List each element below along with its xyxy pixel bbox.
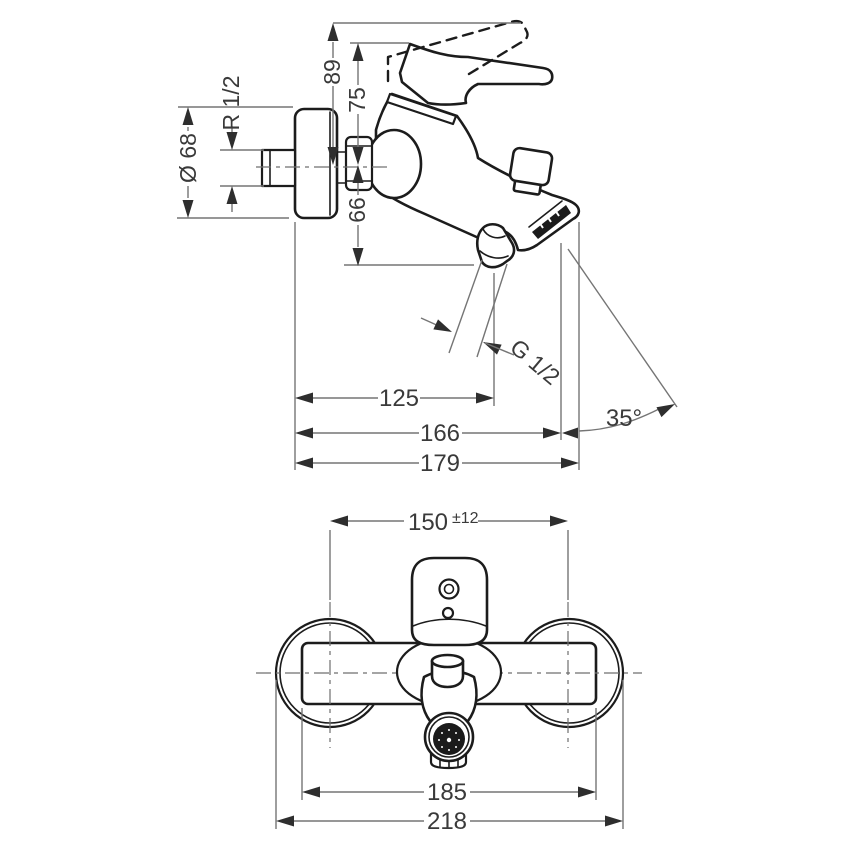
plan-view-dimensions: 150 ±12 185 218 bbox=[275, 509, 624, 835]
dim-label-179: 179 bbox=[420, 450, 460, 477]
dimension-thread-r12: R 1/2 bbox=[218, 76, 244, 212]
dimension-width-150: 150 ±12 bbox=[329, 509, 569, 600]
dimension-diameter-68: Ø 68 bbox=[175, 107, 201, 218]
dimension-width-166: 166 bbox=[295, 420, 561, 447]
dim-label-185: 185 bbox=[427, 779, 467, 806]
dim-label-218: 218 bbox=[427, 808, 467, 835]
dim-label-66: 66 bbox=[344, 197, 370, 223]
handle-pin-large bbox=[438, 578, 460, 600]
supply-pipe-stub bbox=[260, 148, 297, 188]
dimension-width-185: 185 bbox=[301, 708, 597, 806]
side-view-dimensions: 89 75 66 R 1/2 Ø 68 bbox=[175, 22, 678, 477]
lever-handle-raised-dashed bbox=[386, 19, 529, 83]
dim-label-d68: Ø 68 bbox=[175, 133, 201, 183]
aerator-dots bbox=[438, 729, 460, 751]
dim-label-35: 35° bbox=[606, 405, 642, 432]
cartridge-ring bbox=[385, 92, 458, 126]
diverter-knob bbox=[508, 146, 554, 196]
union-nut bbox=[344, 135, 374, 192]
dim-label-89: 89 bbox=[319, 59, 345, 85]
dimension-height-89: 89 bbox=[319, 23, 345, 165]
dim-label-150-tolerance: ±12 bbox=[452, 510, 479, 527]
lever-handle bbox=[398, 42, 554, 106]
dimension-height-75: 75 bbox=[344, 43, 370, 165]
dim-label-166: 166 bbox=[420, 420, 460, 447]
dim-label-125: 125 bbox=[379, 385, 419, 412]
mixer-ball-joint bbox=[365, 128, 423, 200]
plan-view bbox=[256, 556, 642, 770]
handle-pin-small bbox=[441, 606, 455, 620]
dimension-thread-g12: G 1/2 bbox=[420, 259, 565, 390]
dim-label-75: 75 bbox=[344, 87, 370, 113]
dimension-angle-35: 35° bbox=[562, 248, 678, 439]
dim-label-g12: G 1/2 bbox=[505, 334, 565, 390]
spout-aerator-strip bbox=[532, 205, 571, 239]
dimension-width-179: 179 bbox=[295, 450, 579, 477]
handle-plan bbox=[410, 556, 489, 647]
side-view bbox=[256, 19, 581, 269]
dimension-height-66: 66 bbox=[344, 165, 370, 266]
dimension-width-218: 218 bbox=[275, 680, 624, 835]
dim-label-r12: R 1/2 bbox=[218, 76, 244, 131]
dim-label-150: 150 bbox=[408, 509, 448, 536]
dimension-width-125: 125 bbox=[295, 385, 494, 412]
